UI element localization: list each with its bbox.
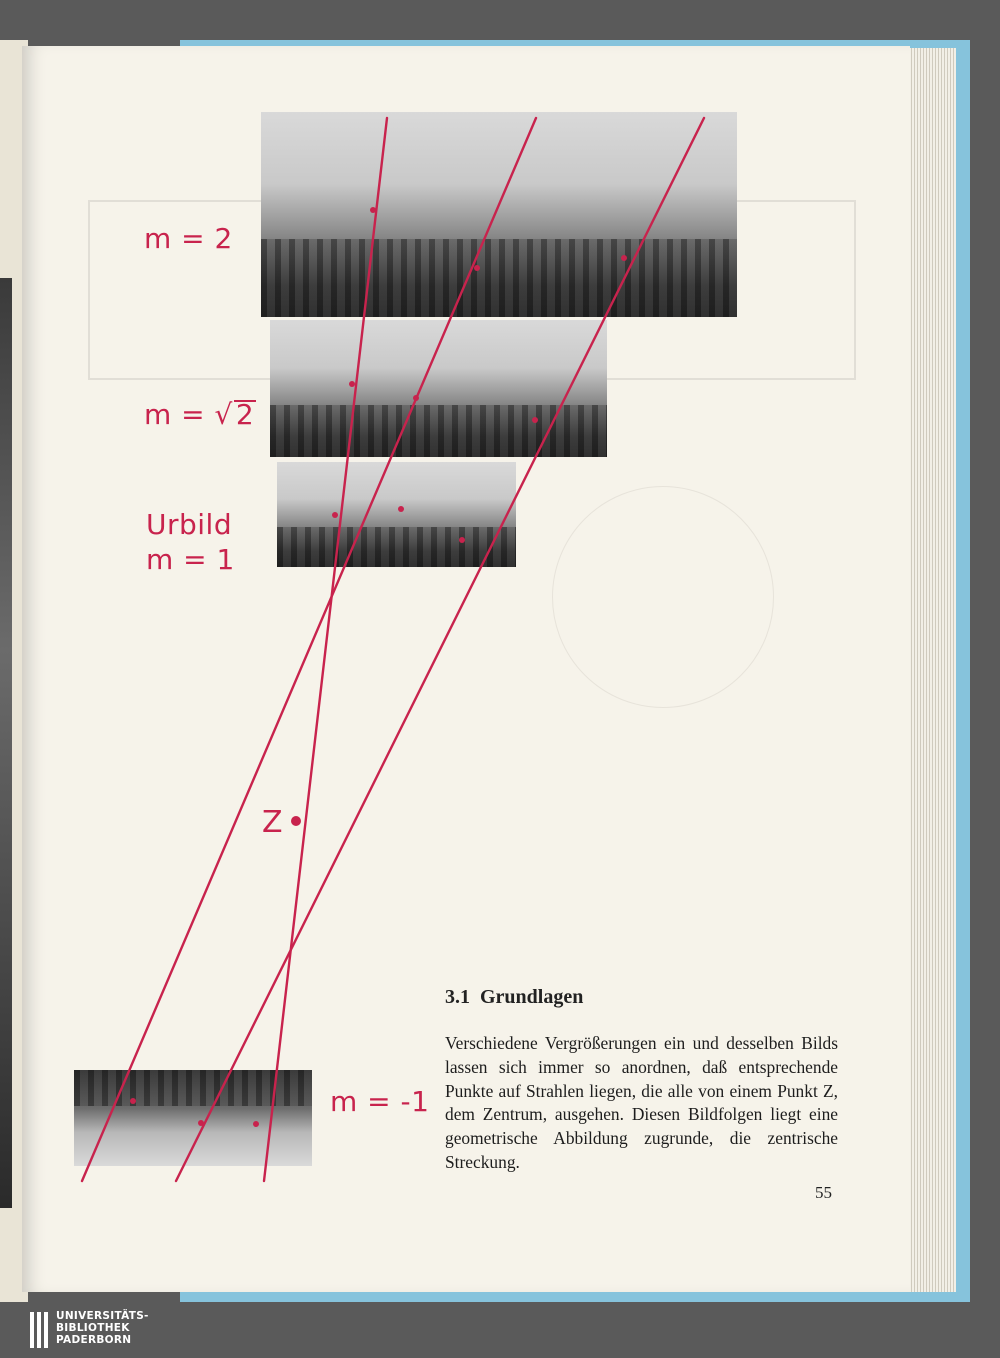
photo-scale-2	[261, 112, 737, 317]
sqrt-sign: √	[214, 398, 233, 431]
label-m-2: m = 2	[144, 222, 233, 255]
library-footer: UNIVERSITÄTS- BIBLIOTHEK PADERBORN	[0, 1302, 1000, 1358]
bleed-through-web-figure	[552, 486, 774, 708]
ray-point	[130, 1098, 136, 1104]
logo-line-2: BIBLIOTHEK	[56, 1322, 130, 1334]
label-urbild-m-1: m = 1	[146, 543, 235, 576]
page-number: 55	[815, 1183, 832, 1202]
label-m-sqrt2-radicand: 2	[233, 398, 257, 431]
section-number: 3.1	[445, 986, 470, 1008]
section-title: Grundlagen	[480, 986, 584, 1008]
ray-point	[474, 265, 480, 271]
center-point-z	[291, 816, 301, 826]
ray-point	[532, 417, 538, 423]
label-m-sqrt2: m = √2	[144, 398, 257, 431]
facing-page-photo	[0, 278, 12, 1208]
section-heading: 3.1 Grundlagen	[445, 986, 583, 1009]
ray-point	[459, 537, 465, 543]
label-urbild: Urbild	[146, 508, 233, 541]
ray-point	[370, 207, 376, 213]
section-body: Verschiedene Vergrößerungen ein und dess…	[445, 1033, 838, 1172]
ray-2	[80, 116, 538, 1183]
label-m-minus-1: m = -1	[330, 1085, 430, 1118]
logo-line-1: UNIVERSITÄTS-	[56, 1310, 149, 1322]
photo-urbild	[277, 462, 516, 567]
ray-point	[198, 1120, 204, 1126]
ray-point	[621, 255, 627, 261]
ray-point	[413, 395, 419, 401]
ray-point	[349, 381, 355, 387]
label-m-sqrt2-prefix: m =	[144, 398, 215, 431]
ray-3	[174, 116, 706, 1183]
ray-point	[332, 512, 338, 518]
ray-1	[262, 116, 389, 1183]
label-center-z: Z	[262, 805, 284, 840]
ray-point	[253, 1121, 259, 1127]
library-logo-text: UNIVERSITÄTS- BIBLIOTHEK PADERBORN	[56, 1310, 149, 1346]
library-logo-icon	[30, 1312, 50, 1352]
photo-scale-sqrt2	[270, 320, 607, 457]
ray-point	[398, 506, 404, 512]
logo-line-3: PADERBORN	[56, 1334, 132, 1346]
